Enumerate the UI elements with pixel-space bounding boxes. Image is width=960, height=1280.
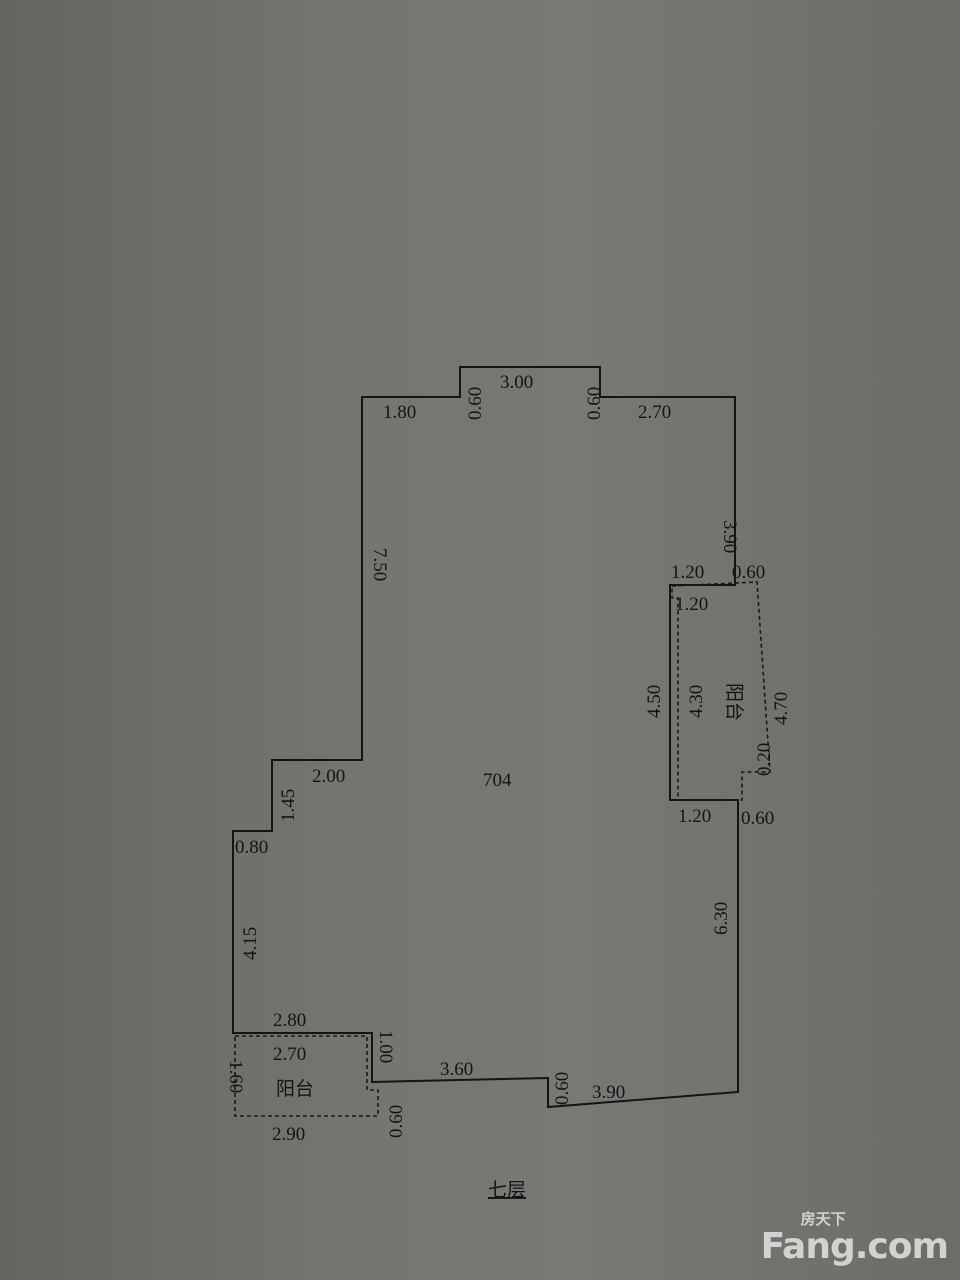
dim-label: 4.15 — [240, 927, 261, 960]
dim-label: 4.70 — [771, 692, 792, 725]
watermark-logo: 房天下 Fang.com — [760, 1210, 949, 1267]
dim-label: 1.20 — [675, 594, 708, 615]
floor-title: 七层 — [488, 1179, 526, 1201]
dim-label: 0.60 — [386, 1105, 407, 1138]
dim-label: 3.90 — [592, 1082, 625, 1103]
watermark-cn: 房天下 — [800, 1210, 846, 1228]
dim-label: 1.20 — [678, 806, 711, 827]
dim-label: 2.80 — [273, 1010, 306, 1031]
unit-number: 704 — [483, 770, 512, 791]
dim-label: 1.60 — [225, 1060, 246, 1093]
dim-label: 3.90 — [719, 520, 740, 553]
dim-label: 1.20 — [671, 562, 704, 583]
dim-label: 2.70 — [638, 402, 671, 423]
dim-label: 1.80 — [383, 402, 416, 423]
dim-label: 2.70 — [273, 1044, 306, 1065]
dim-label: 7.50 — [369, 548, 390, 581]
left-balcony-outline — [234, 1035, 379, 1117]
right-balcony-outline — [671, 581, 771, 801]
watermark-en: Fang.com — [760, 1226, 949, 1267]
dim-label: 6.30 — [711, 902, 732, 935]
dim-label: 0.60 — [552, 1072, 573, 1105]
dim-label: 4.30 — [686, 685, 707, 718]
balcony-label-left: 阳台 — [276, 1078, 314, 1100]
dim-label: 1.45 — [278, 789, 299, 822]
dim-label: 4.50 — [644, 685, 665, 718]
dim-label: 0.60 — [732, 562, 765, 583]
dim-label: 0.60 — [741, 808, 774, 829]
dim-label: 2.00 — [312, 766, 345, 787]
dim-label: 0.20 — [754, 743, 775, 776]
dim-label: 1.00 — [375, 1030, 396, 1063]
dim-label: 0.60 — [584, 387, 605, 420]
dim-label: 3.00 — [500, 372, 533, 393]
unit-outline — [232, 366, 739, 1109]
balcony-label-right: 阳台 — [723, 683, 745, 721]
dim-label: 0.80 — [235, 837, 268, 858]
dim-label: 3.60 — [440, 1059, 473, 1080]
dim-label: 0.60 — [465, 387, 486, 420]
dim-label: 2.90 — [272, 1124, 305, 1145]
